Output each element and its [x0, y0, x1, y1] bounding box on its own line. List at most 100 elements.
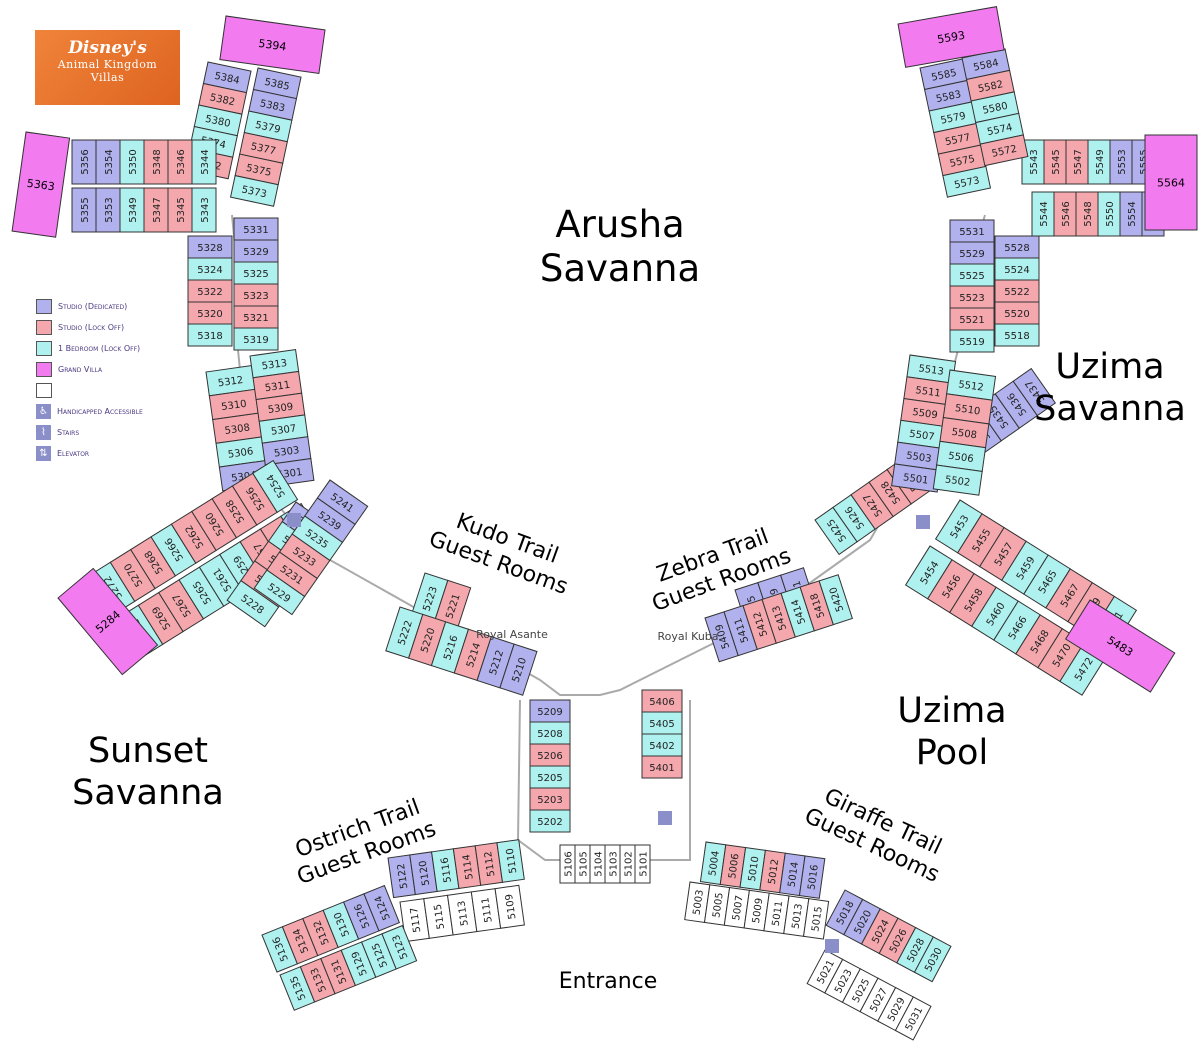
room-5307[interactable]: 5307	[258, 414, 309, 444]
room-cell[interactable]	[949, 329, 995, 353]
room-5323[interactable]: 5323	[233, 283, 279, 307]
room-cell[interactable]	[913, 936, 952, 983]
room-5344[interactable]: 5344	[191, 139, 217, 185]
room-5016[interactable]: 5016	[798, 855, 826, 899]
room-5548[interactable]: 5548	[1075, 191, 1099, 237]
room-5546[interactable]: 5546	[1053, 191, 1077, 237]
room-5506[interactable]: 5506	[936, 440, 987, 473]
room-5402[interactable]: 5402	[641, 733, 683, 757]
room-5015[interactable]: 5015	[802, 898, 830, 940]
room-5329[interactable]: 5329	[233, 239, 279, 263]
room-5518[interactable]: 5518	[994, 323, 1040, 347]
room-5522[interactable]: 5522	[994, 279, 1040, 303]
room-5573[interactable]: 5573	[942, 165, 992, 198]
room-5120[interactable]: 5120	[409, 851, 438, 896]
room-5572[interactable]: 5572	[979, 134, 1029, 167]
room-5320[interactable]: 5320	[187, 301, 233, 325]
grand-villa-5483[interactable]: 5483	[1064, 599, 1176, 693]
room-5124[interactable]: 5124	[363, 884, 401, 932]
room-5503[interactable]: 5503	[894, 441, 944, 471]
room-5009[interactable]: 5009	[743, 889, 770, 932]
room-5582[interactable]: 5582	[965, 69, 1015, 102]
room-5349[interactable]: 5349	[119, 187, 145, 233]
room-5136[interactable]: 5136	[261, 926, 299, 973]
room-5347[interactable]: 5347	[143, 187, 169, 233]
room-cell[interactable]	[641, 755, 683, 779]
room-5355[interactable]: 5355	[71, 187, 97, 233]
room-5579[interactable]: 5579	[928, 101, 978, 134]
room-5031[interactable]: 5031	[894, 996, 932, 1041]
room-5003[interactable]: 5003	[684, 881, 711, 923]
room-cell[interactable]	[994, 323, 1040, 347]
room-5550[interactable]: 5550	[1097, 191, 1121, 237]
grand-villa-cell[interactable]	[11, 131, 71, 238]
room-5113[interactable]: 5113	[446, 891, 478, 936]
room-5343[interactable]: 5343	[191, 187, 217, 233]
room-5460[interactable]: 5460	[971, 586, 1019, 641]
room-5377[interactable]: 5377	[239, 131, 288, 164]
room-cell[interactable]	[802, 898, 830, 940]
grand-villa-cell[interactable]	[1064, 599, 1176, 693]
room-5528[interactable]: 5528	[994, 235, 1040, 259]
room-5544[interactable]: 5544	[1031, 191, 1055, 237]
room-5126[interactable]: 5126	[342, 893, 380, 940]
room-5321[interactable]: 5321	[233, 305, 279, 329]
room-cell[interactable]	[143, 187, 169, 233]
room-cell[interactable]	[381, 924, 418, 970]
room-cell[interactable]	[1012, 367, 1057, 417]
room-5512[interactable]: 5512	[946, 369, 997, 401]
room-5135[interactable]: 5135	[279, 966, 316, 1011]
room-cell[interactable]	[529, 809, 571, 833]
room-5310[interactable]: 5310	[208, 388, 259, 421]
room-5206[interactable]: 5206	[529, 743, 571, 767]
room-5203[interactable]: 5203	[529, 787, 571, 811]
room-5311[interactable]: 5311	[252, 370, 303, 401]
room-5228[interactable]: 5228	[226, 579, 280, 628]
room-5260[interactable]: 5260	[191, 498, 238, 552]
room-5348[interactable]: 5348	[143, 139, 169, 185]
room-cell[interactable]	[798, 855, 826, 899]
room-5426[interactable]: 5426	[832, 494, 876, 543]
room-5523[interactable]: 5523	[949, 285, 995, 309]
room-5012[interactable]: 5012	[759, 849, 786, 894]
room-cell[interactable]	[187, 323, 233, 347]
room-5531[interactable]: 5531	[949, 219, 995, 243]
room-5412[interactable]: 5412	[742, 598, 777, 651]
grand-villa-5284[interactable]: 5284	[57, 567, 159, 676]
room-cell[interactable]	[932, 464, 983, 496]
room-cell[interactable]	[229, 175, 279, 207]
room-5324[interactable]: 5324	[187, 257, 233, 281]
room-5115[interactable]: 5115	[423, 894, 454, 939]
room-5129[interactable]: 5129	[340, 941, 377, 987]
room-5529[interactable]: 5529	[949, 241, 995, 265]
room-5266[interactable]: 5266	[150, 523, 197, 577]
room-5216[interactable]: 5216	[430, 621, 470, 674]
room-5303[interactable]: 5303	[261, 436, 312, 466]
room-5104[interactable]: 5104	[589, 844, 606, 884]
room-5007[interactable]: 5007	[723, 887, 750, 929]
room-5312[interactable]: 5312	[205, 365, 256, 397]
room-5502[interactable]: 5502	[932, 464, 983, 496]
room-5545[interactable]: 5545	[1043, 139, 1067, 185]
room-cell[interactable]	[95, 139, 121, 185]
room-5353[interactable]: 5353	[95, 187, 121, 233]
room-5105[interactable]: 5105	[574, 844, 591, 884]
grand-villa-cell[interactable]	[57, 567, 159, 676]
room-5229[interactable]: 5229	[253, 569, 306, 616]
room-5239[interactable]: 5239	[304, 497, 356, 544]
grand-villa-cell[interactable]	[219, 15, 326, 75]
room-5405[interactable]: 5405	[641, 711, 683, 735]
room-5547[interactable]: 5547	[1065, 139, 1089, 185]
room-5270[interactable]: 5270	[109, 548, 156, 602]
room-5112[interactable]: 5112	[474, 842, 504, 886]
room-5454[interactable]: 5454	[904, 545, 953, 600]
room-cell[interactable]	[363, 884, 401, 932]
room-5258[interactable]: 5258	[211, 485, 258, 539]
room-5420[interactable]: 5420	[818, 574, 853, 626]
room-5125[interactable]: 5125	[360, 933, 397, 978]
room-5308[interactable]: 5308	[212, 412, 263, 444]
room-5011[interactable]: 5011	[763, 892, 790, 935]
room-5114[interactable]: 5114	[452, 845, 482, 889]
room-cell[interactable]	[119, 187, 145, 233]
grand-villa-5564[interactable]: 5564	[1144, 134, 1198, 231]
